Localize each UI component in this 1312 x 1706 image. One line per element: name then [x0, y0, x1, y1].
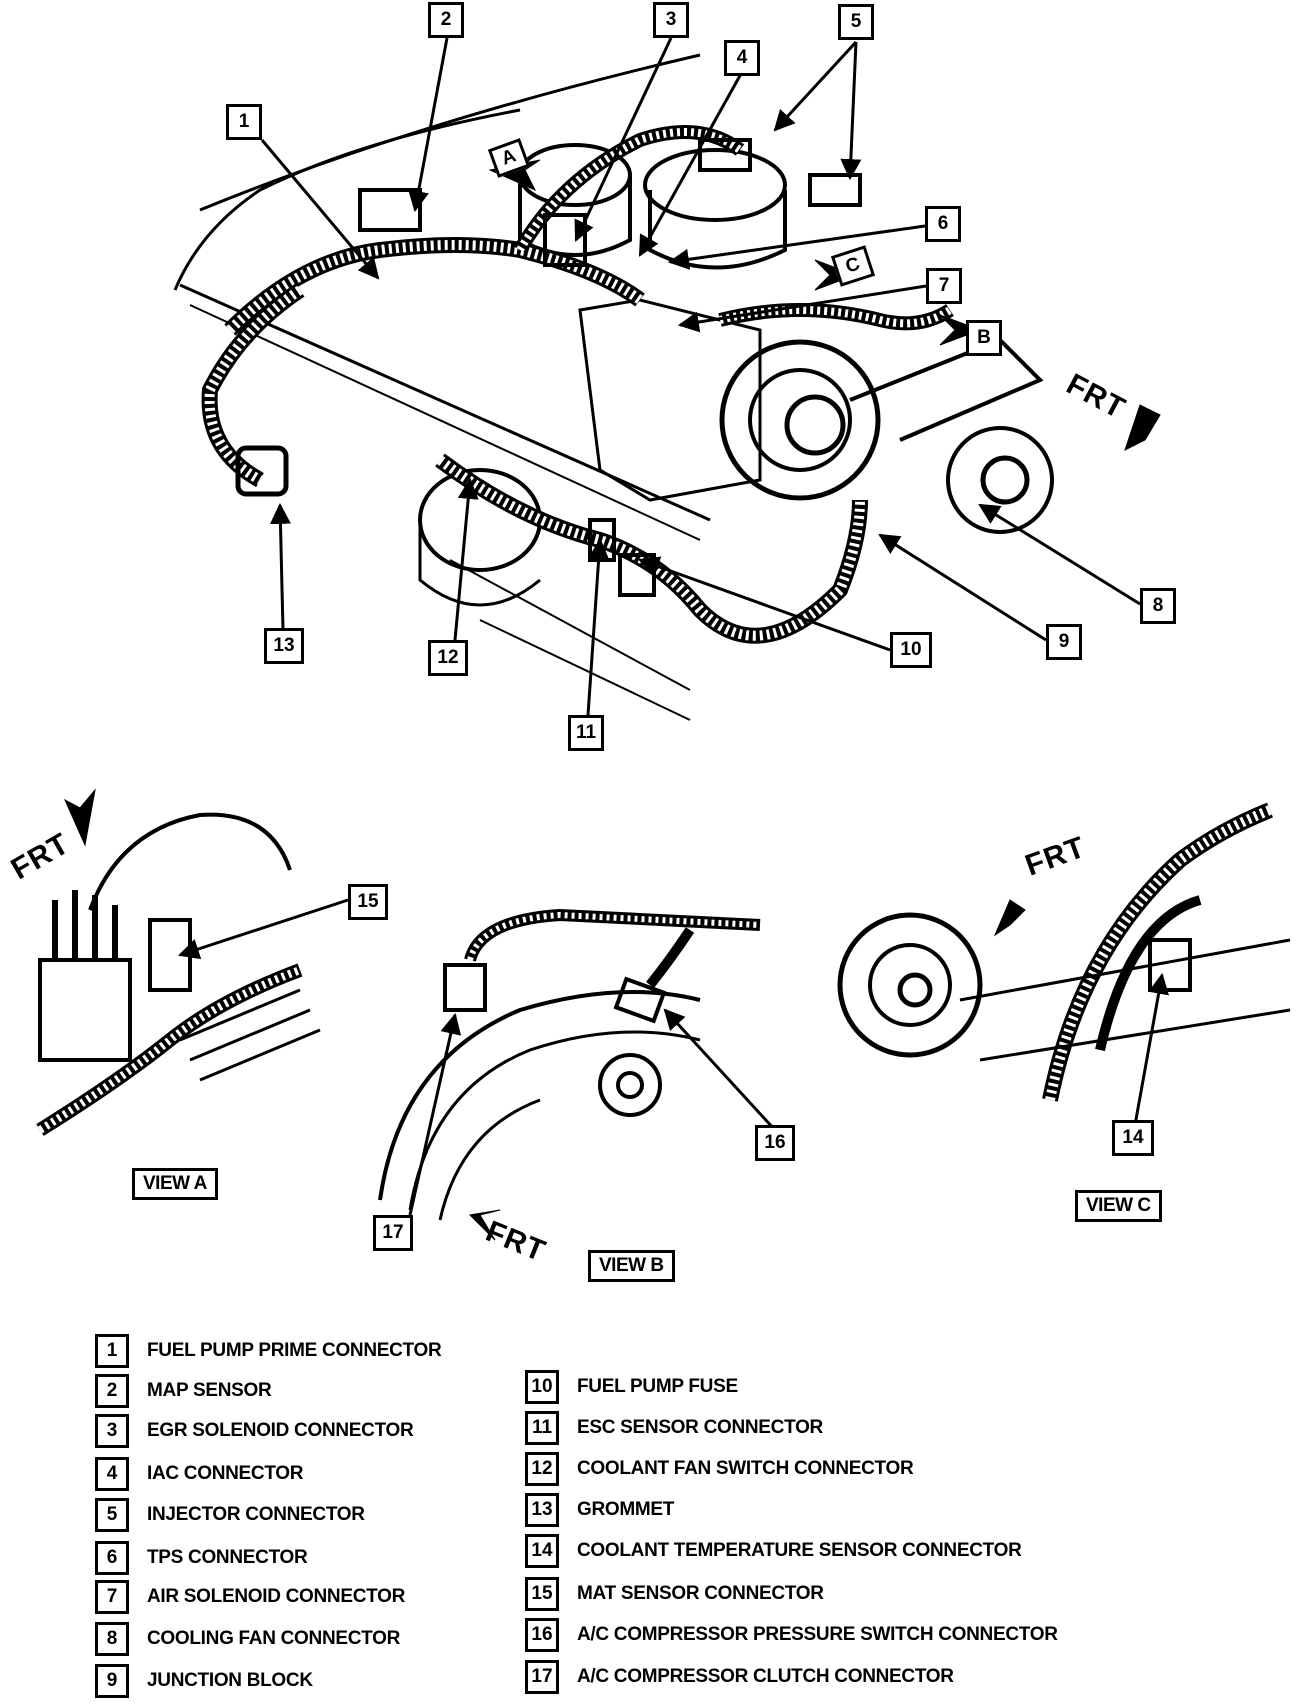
- legend-item-17: 17 A/C COMPRESSOR CLUTCH CONNECTOR: [525, 1660, 954, 1694]
- callout-10: 10: [890, 632, 932, 668]
- callout-2: 2: [428, 2, 464, 38]
- callout-8: 8: [1140, 588, 1176, 624]
- callout-1: 1: [226, 104, 262, 140]
- legend-item-10: 10 FUEL PUMP FUSE: [525, 1370, 738, 1404]
- view-a-label: VIEW A: [132, 1168, 218, 1200]
- legend-label: MAP SENSOR: [147, 1380, 272, 1401]
- legend-label: COOLING FAN CONNECTOR: [147, 1628, 401, 1649]
- view-a-illustration: [36, 788, 349, 1136]
- legend-number: 8: [95, 1622, 129, 1656]
- legend-label: COOLANT TEMPERATURE SENSOR CONNECTOR: [577, 1540, 1022, 1561]
- legend-item-2: 2 MAP SENSOR: [95, 1374, 272, 1408]
- legend-label: ESC SENSOR CONNECTOR: [577, 1417, 823, 1438]
- view-c-illustration: [837, 802, 1291, 1126]
- legend-number: 15: [525, 1577, 559, 1611]
- legend-number: 5: [95, 1498, 129, 1532]
- legend-label: FUEL PUMP FUSE: [577, 1376, 738, 1397]
- legend-label: MAT SENSOR CONNECTOR: [577, 1583, 824, 1604]
- legend-item-15: 15 MAT SENSOR CONNECTOR: [525, 1577, 824, 1611]
- legend-item-11: 11 ESC SENSOR CONNECTOR: [525, 1411, 823, 1445]
- callout-7: 7: [926, 268, 962, 304]
- legend-number: 4: [95, 1457, 129, 1491]
- legend-label: A/C COMPRESSOR PRESSURE SWITCH CONNECTOR: [577, 1624, 1058, 1645]
- view-b-illustration: [378, 908, 777, 1241]
- legend-number: 6: [95, 1541, 129, 1575]
- legend-item-16: 16 A/C COMPRESSOR PRESSURE SWITCH CONNEC…: [525, 1618, 1058, 1652]
- legend-item-7: 7 AIR SOLENOID CONNECTOR: [95, 1580, 405, 1614]
- legend-item-4: 4 IAC CONNECTOR: [95, 1457, 304, 1491]
- legend-number: 14: [525, 1534, 559, 1568]
- callout-15: 15: [348, 884, 388, 920]
- callout-17: 17: [373, 1215, 413, 1251]
- view-b-label: VIEW B: [588, 1250, 675, 1282]
- callout-6: 6: [925, 206, 961, 242]
- legend-item-3: 3 EGR SOLENOID CONNECTOR: [95, 1414, 414, 1448]
- legend-item-9: 9 JUNCTION BLOCK: [95, 1664, 313, 1698]
- legend-label: INJECTOR CONNECTOR: [147, 1504, 365, 1525]
- legend-item-13: 13 GROMMET: [525, 1493, 674, 1527]
- legend-label: GROMMET: [577, 1499, 675, 1520]
- legend-label: IAC CONNECTOR: [147, 1463, 304, 1484]
- legend-number: 11: [525, 1411, 559, 1445]
- callout-12: 12: [428, 640, 468, 676]
- legend-item-14: 14 COOLANT TEMPERATURE SENSOR CONNECTOR: [525, 1534, 1022, 1568]
- legend-number: 9: [95, 1664, 129, 1698]
- legend-number: 1: [95, 1334, 129, 1368]
- legend-label: AIR SOLENOID CONNECTOR: [147, 1586, 406, 1607]
- legend-number: 12: [525, 1452, 559, 1486]
- callout-14: 14: [1112, 1120, 1154, 1156]
- direction-tag-b: B: [966, 320, 1002, 356]
- legend-number: 17: [525, 1660, 559, 1694]
- legend-label: FUEL PUMP PRIME CONNECTOR: [147, 1340, 442, 1361]
- callout-3: 3: [653, 2, 689, 38]
- legend-item-5: 5 INJECTOR CONNECTOR: [95, 1498, 365, 1532]
- view-c-label: VIEW C: [1075, 1190, 1162, 1222]
- legend-number: 3: [95, 1414, 129, 1448]
- callout-9: 9: [1046, 624, 1082, 660]
- callout-5: 5: [838, 4, 874, 40]
- legend-label: COOLANT FAN SWITCH CONNECTOR: [577, 1458, 914, 1479]
- callout-13: 13: [264, 628, 304, 664]
- callout-4: 4: [724, 40, 760, 76]
- legend-label: JUNCTION BLOCK: [147, 1670, 313, 1691]
- callout-16: 16: [755, 1125, 795, 1161]
- legend-item-1: 1 FUEL PUMP PRIME CONNECTOR: [95, 1334, 442, 1368]
- legend-item-12: 12 COOLANT FAN SWITCH CONNECTOR: [525, 1452, 914, 1486]
- legend-label: EGR SOLENOID CONNECTOR: [147, 1420, 414, 1441]
- legend-label: TPS CONNECTOR: [147, 1547, 308, 1568]
- legend-number: 2: [95, 1374, 129, 1408]
- legend-number: 10: [525, 1370, 559, 1404]
- legend-number: 16: [525, 1618, 559, 1652]
- legend-item-8: 8 COOLING FAN CONNECTOR: [95, 1622, 400, 1656]
- main-engine-view: [173, 37, 1161, 721]
- legend-number: 13: [525, 1493, 559, 1527]
- callout-11: 11: [568, 715, 604, 751]
- legend-number: 7: [95, 1580, 129, 1614]
- legend-label: A/C COMPRESSOR CLUTCH CONNECTOR: [577, 1666, 954, 1687]
- legend-item-6: 6 TPS CONNECTOR: [95, 1541, 308, 1575]
